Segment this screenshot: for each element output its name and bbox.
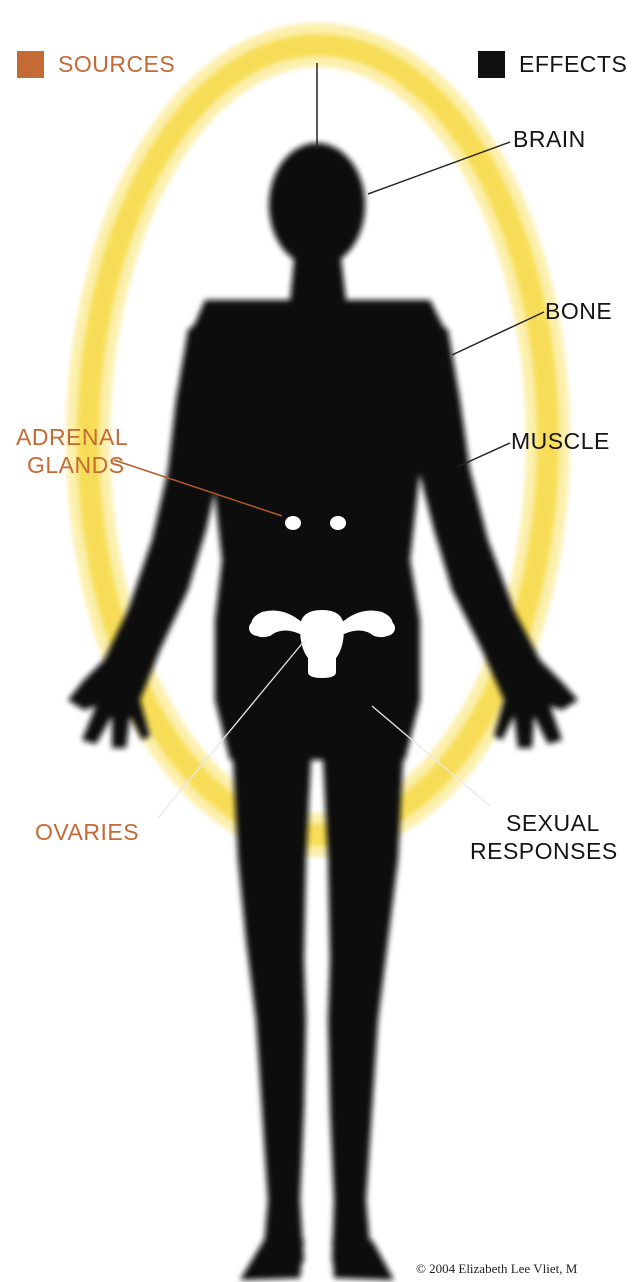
- adrenal-gland-right: [330, 516, 346, 530]
- adrenal-gland-left: [285, 516, 301, 530]
- effects-legend-swatch: [478, 51, 505, 78]
- adrenal-glands-label-line2: GLANDS: [27, 453, 125, 478]
- ovaries-label: OVARIES: [35, 820, 139, 845]
- bone-label: BONE: [545, 299, 612, 324]
- sources-legend-swatch: [17, 51, 44, 78]
- brain-label: BRAIN: [513, 127, 586, 152]
- sexual-responses-label-line2: RESPONSES: [470, 839, 618, 864]
- copyright-text: © 2004 Elizabeth Lee Vliet, M: [416, 1261, 577, 1277]
- sources-legend-label: SOURCES: [58, 52, 175, 77]
- effects-legend-label: EFFECTS: [519, 52, 627, 77]
- sexual-responses-label-line1: SEXUAL: [506, 811, 600, 836]
- muscle-label: MUSCLE: [511, 429, 610, 454]
- adrenal-glands-label-line1: ADRENAL: [16, 425, 128, 450]
